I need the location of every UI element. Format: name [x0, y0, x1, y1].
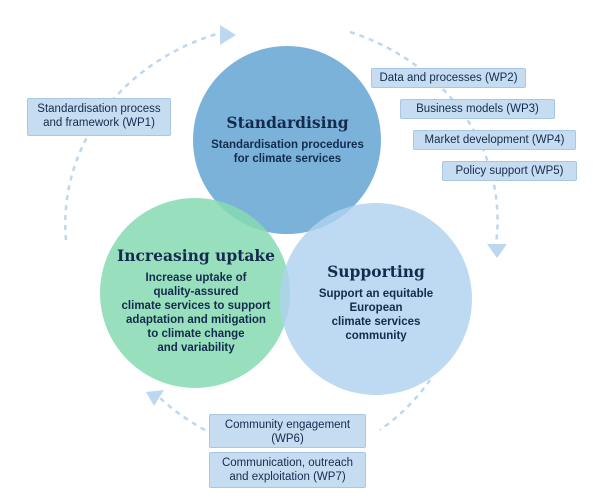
desc-line: quality-assured	[153, 286, 239, 298]
wp2-box: Data and processes (WP2)	[371, 68, 526, 88]
wp4-box: Market development (WP4)	[413, 130, 576, 150]
box-line: (WP6)	[271, 433, 304, 445]
ring-arc-bottom-left	[159, 397, 206, 432]
circle-increasing-uptake	[100, 198, 290, 388]
box-line: Community engagement	[224, 419, 351, 431]
increasing-uptake-text: Increasing uptake Increase uptake of qua…	[106, 246, 286, 355]
desc-line: Increase uptake of	[145, 272, 247, 284]
supporting-desc: Support an equitable European climate se…	[288, 287, 464, 343]
desc-line: adaptation and mitigation	[126, 314, 266, 326]
supporting-title: Supporting	[327, 262, 425, 281]
desc-line: to climate change	[147, 328, 245, 340]
box-line: Standardisation process	[37, 103, 161, 115]
arrow-head-top-left	[220, 25, 236, 45]
arrow-head-bottom-left	[146, 390, 164, 406]
circle-supporting	[280, 203, 472, 395]
wp6-box: Community engagement (WP6)	[209, 414, 366, 448]
desc-line: Support an equitable	[318, 288, 434, 300]
desc-line: climate services	[331, 316, 421, 328]
supporting-text: Supporting Support an equitable European…	[288, 262, 464, 343]
wp5-box: Policy support (WP5)	[442, 161, 577, 181]
desc-line: Standardisation procedures	[211, 139, 364, 151]
desc-line: climate services to support	[121, 300, 271, 312]
standardising-text: Standardising Standardisation procedures…	[200, 113, 375, 166]
box-line: and framework (WP1)	[43, 117, 155, 129]
arrow-head-right	[487, 244, 507, 258]
box-line: Communication, outreach	[221, 457, 354, 469]
increasing-uptake-desc: Increase uptake of quality-assured clima…	[106, 271, 286, 355]
increasing-uptake-title: Increasing uptake	[116, 246, 276, 265]
wp1-box: Standardisation process and framework (W…	[27, 98, 171, 136]
standardising-desc: Standardisation procedures for climate s…	[200, 138, 375, 166]
desc-line: European	[349, 302, 403, 314]
standardising-title: Standardising	[226, 113, 349, 132]
desc-line: and variability	[157, 342, 235, 354]
wp7-box: Communication, outreach and exploitation…	[209, 452, 366, 488]
desc-line: for climate services	[233, 153, 342, 165]
wp3-box: Business models (WP3)	[400, 99, 555, 119]
desc-line: community	[345, 330, 407, 342]
box-line: and exploitation (WP7)	[229, 471, 346, 483]
